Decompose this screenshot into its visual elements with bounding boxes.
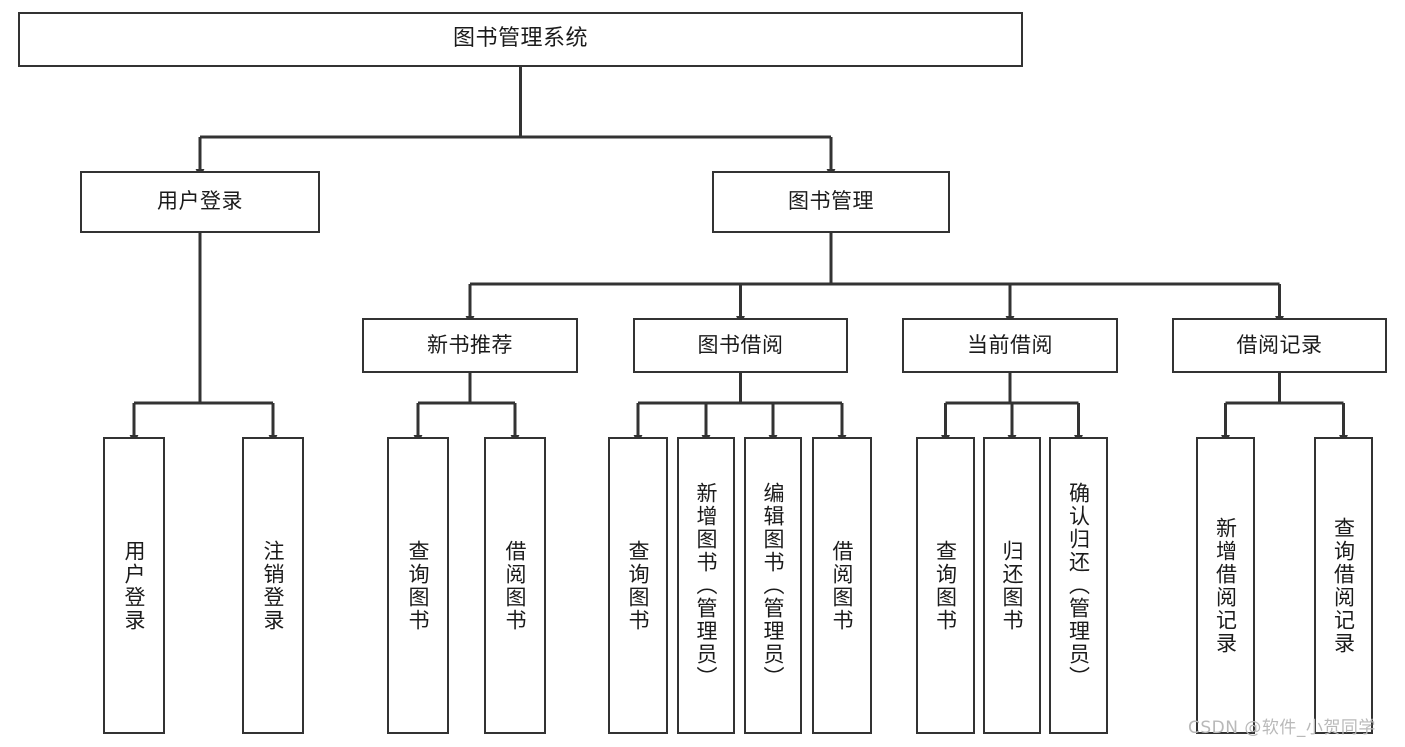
leaf-query-book-3[interactable]: 查询图书	[916, 437, 975, 734]
node-label: 查询图书	[406, 539, 431, 632]
node-label: 当前借阅	[967, 332, 1053, 357]
node-label: 借阅图书	[830, 539, 855, 632]
node-current-borrowing[interactable]: 当前借阅	[902, 318, 1118, 373]
node-label: 确认归还（管理员）	[1066, 482, 1091, 689]
node-label: 新增图书（管理员）	[694, 482, 719, 689]
node-new-book-recommendation[interactable]: 新书推荐	[362, 318, 578, 373]
leaf-borrow-book-2[interactable]: 借阅图书	[812, 437, 872, 734]
leaf-query-borrow-record[interactable]: 查询借阅记录	[1314, 437, 1373, 734]
leaf-confirm-return-admin[interactable]: 确认归还（管理员）	[1049, 437, 1108, 734]
node-label: 新增借阅记录	[1213, 516, 1238, 655]
leaf-borrow-book-1[interactable]: 借阅图书	[484, 437, 546, 734]
node-book-borrowing[interactable]: 图书借阅	[633, 318, 848, 373]
node-label: 注销登录	[261, 539, 286, 632]
leaf-user-login[interactable]: 用户登录	[103, 437, 165, 734]
node-user-login[interactable]: 用户登录	[80, 171, 320, 233]
leaf-add-book-admin[interactable]: 新增图书（管理员）	[677, 437, 735, 734]
node-label: 查询图书	[626, 539, 651, 632]
node-label: 查询图书	[933, 539, 958, 632]
leaf-add-borrow-record[interactable]: 新增借阅记录	[1196, 437, 1255, 734]
node-label: 图书借阅	[697, 332, 784, 357]
node-label: 用户登录	[122, 539, 147, 632]
leaf-query-book-2[interactable]: 查询图书	[608, 437, 668, 734]
node-label: 归还图书	[1000, 539, 1025, 632]
node-borrowing-record[interactable]: 借阅记录	[1172, 318, 1387, 373]
node-root-system[interactable]: 图书管理系统	[18, 12, 1023, 67]
node-book-management[interactable]: 图书管理	[712, 171, 950, 233]
leaf-logout[interactable]: 注销登录	[242, 437, 304, 734]
node-label: 用户登录	[157, 189, 243, 214]
node-label: 图书管理	[788, 189, 874, 214]
node-label: 图书管理系统	[452, 26, 588, 52]
csdn-watermark: CSDN @软件_小贺同学	[1188, 718, 1376, 738]
leaf-edit-book-admin[interactable]: 编辑图书（管理员）	[744, 437, 802, 734]
node-label: 借阅图书	[503, 539, 528, 632]
node-label: 编辑图书（管理员）	[761, 482, 786, 689]
node-label: 借阅记录	[1236, 332, 1323, 357]
node-label: 查询借阅记录	[1331, 516, 1356, 655]
node-label: 新书推荐	[427, 332, 513, 357]
leaf-return-book[interactable]: 归还图书	[983, 437, 1041, 734]
leaf-query-book-1[interactable]: 查询图书	[387, 437, 449, 734]
